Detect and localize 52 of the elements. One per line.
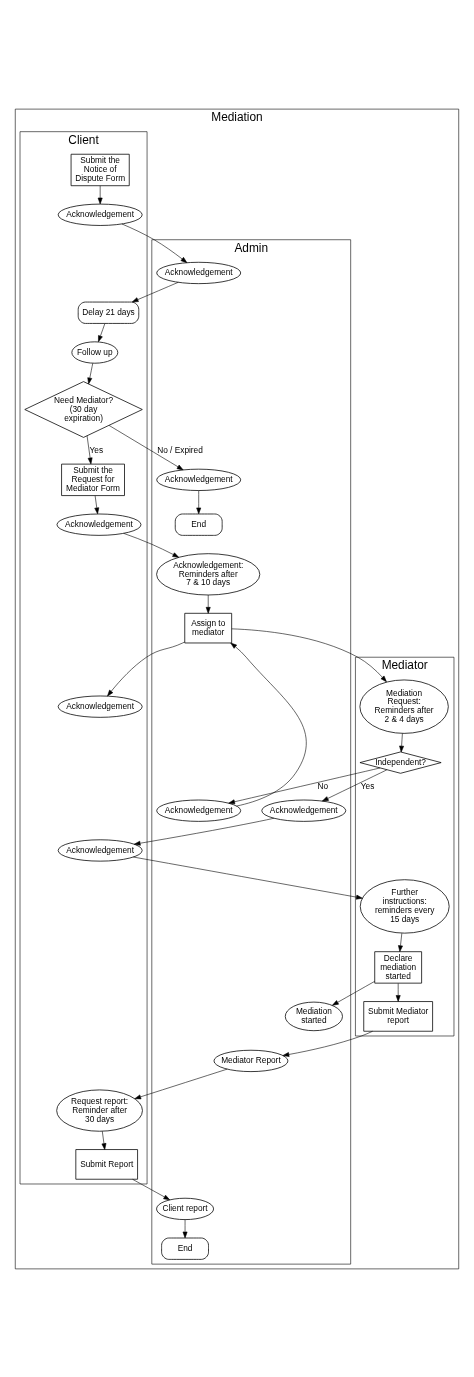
node-ellipse: Acknowledgement — [156, 468, 242, 491]
arrow — [131, 281, 179, 302]
arrow — [108, 424, 184, 470]
edge-label: Yes — [89, 444, 104, 455]
edge-label: No / Expired — [157, 444, 203, 455]
arrow — [121, 223, 188, 263]
arrow — [182, 1218, 188, 1238]
node-box: Assign to mediator — [184, 612, 233, 643]
arrow — [86, 435, 93, 464]
node-box: Declare mediation started — [374, 950, 422, 984]
node-ellipse: Acknowledgement — [56, 513, 142, 536]
node-ellipse: Mediation Request: Reminders after 2 & 4 days — [359, 679, 449, 734]
arrow — [398, 932, 403, 952]
edge-label: Yes — [360, 780, 375, 791]
arrow — [282, 1030, 373, 1057]
arrow — [87, 362, 94, 384]
arrow — [98, 322, 106, 342]
arrow — [205, 594, 211, 614]
arrow — [133, 817, 275, 846]
node-ellipse: Client report — [156, 1197, 214, 1220]
arrow — [101, 1130, 107, 1150]
node-box: Submit Report — [75, 1148, 138, 1180]
node-box: Submit the Notice of Dispute Form — [70, 153, 130, 186]
arrow — [132, 1178, 170, 1200]
arrow — [134, 1068, 228, 1099]
arrow — [332, 980, 375, 1006]
node-ellipse: Follow up — [71, 340, 119, 364]
node-ellipse: Further instructions: reminders every 15 days — [359, 878, 450, 934]
arrow — [395, 982, 401, 1002]
arrow — [123, 532, 180, 558]
node-ellipse: Acknowledgement — [57, 203, 143, 226]
node-box: End — [161, 1237, 209, 1260]
node-box: End — [174, 513, 223, 536]
arrow — [231, 628, 387, 682]
arrow — [322, 769, 388, 801]
node-ellipse: Acknowledgement — [261, 799, 347, 822]
node-ellipse: Acknowledgement — [57, 695, 143, 718]
arrow — [94, 494, 100, 514]
node-diamond: Independent? — [359, 751, 442, 774]
arrow — [228, 767, 381, 804]
edge-label: No — [317, 780, 329, 791]
arrow — [107, 641, 185, 696]
arrow — [230, 642, 307, 806]
arrow — [97, 185, 103, 204]
node-ellipse: Acknowledgement — [156, 261, 242, 284]
arrow — [196, 489, 202, 514]
arrow — [399, 732, 404, 752]
node-box: Delay 21 days — [77, 301, 140, 324]
node-box: Submit Mediator report — [363, 1000, 433, 1032]
arrow — [133, 856, 363, 899]
node-diamond: Need Mediator? (30 day expiration) — [24, 380, 143, 438]
node-box: Submit the Request for Mediator Form — [61, 463, 125, 496]
